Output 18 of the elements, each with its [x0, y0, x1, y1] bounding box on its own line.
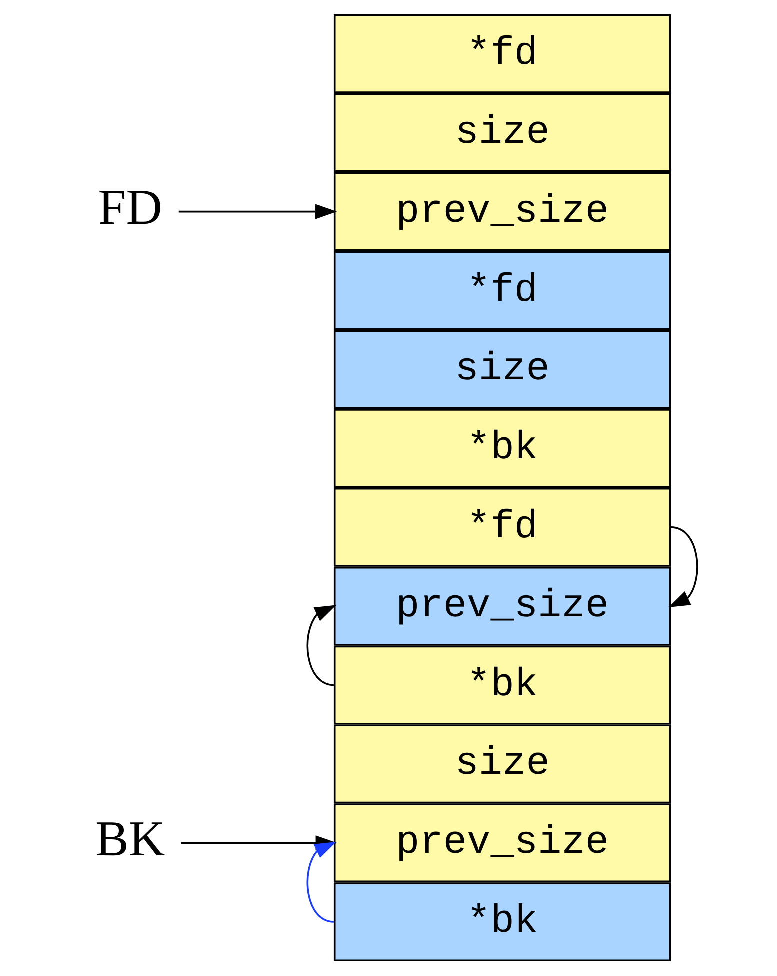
arrow — [306, 842, 336, 923]
node-box: *bk — [333, 409, 671, 488]
node-box: *fd — [333, 251, 671, 330]
node-box: *fd — [333, 488, 671, 567]
arrow — [178, 204, 337, 220]
node-box: *fd — [333, 14, 671, 94]
node-box: *bk — [333, 646, 671, 725]
node-text: FD — [98, 179, 162, 236]
node-box: prev_size — [333, 804, 671, 883]
node-box: size — [333, 724, 671, 804]
node-box: *bk — [333, 882, 671, 962]
node-box: prev_size — [333, 172, 671, 252]
arrow — [668, 526, 698, 608]
node-box: size — [333, 330, 671, 410]
node-text: BK — [95, 810, 165, 866]
arrow — [306, 605, 336, 686]
node-box: size — [333, 93, 671, 172]
node-box: prev_size — [333, 566, 671, 646]
